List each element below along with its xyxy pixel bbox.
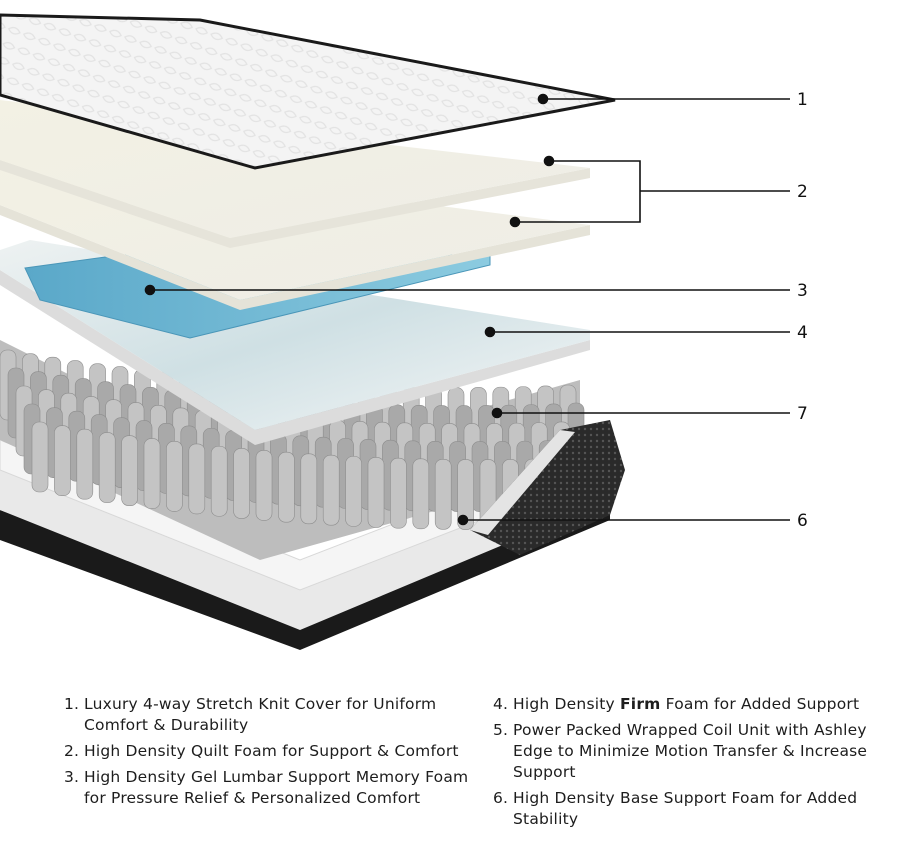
legend-item-number: 2. [64, 742, 80, 760]
coil-spring [76, 428, 94, 500]
legend-item-5: 5. Power Packed Wrapped Coil Unit with A… [493, 720, 893, 783]
callout-number-2: 2 [797, 182, 808, 202]
legend-item-number: 1. [64, 695, 80, 713]
coil-spring [121, 435, 138, 506]
legend-item-text: High Density Firm Foam for Added Support [513, 694, 893, 715]
legend-item-text: High Density Quilt Foam for Support & Co… [84, 742, 459, 760]
coil-spring [233, 448, 250, 519]
coil-spring [98, 432, 116, 503]
coil-spring [457, 459, 474, 530]
coil-spring [166, 441, 183, 512]
callout-number-7: 7 [797, 404, 808, 424]
legend-left-column: 1. Luxury 4-way Stretch Knit Cover for U… [64, 694, 484, 814]
callout-number-6: 6 [797, 511, 808, 531]
coil-spring [345, 456, 362, 527]
coil-spring [300, 453, 318, 525]
callout-lines [144, 93, 790, 526]
legend-item-text: Luxury 4-way Stretch Knit Cover for Unif… [84, 695, 437, 734]
coil-spring [255, 450, 273, 521]
knit-cover-layer [0, 13, 616, 170]
coil-spring [278, 451, 295, 523]
coil-spring [412, 458, 430, 530]
coil-spring [188, 443, 206, 515]
legend-item-text: Power Packed Wrapped Coil Unit with Ashl… [513, 721, 868, 781]
coil-unit-layer [0, 340, 625, 560]
legend-item-number: 5. [493, 721, 509, 739]
legend-item-3: 3. High Density Gel Lumbar Support Memor… [64, 767, 484, 809]
legend-item-number: 4. [493, 695, 509, 713]
coil-spring [31, 421, 49, 493]
legend-item-text: High Density Base Support Foam for Added… [513, 789, 858, 828]
callout-number-4: 4 [797, 323, 808, 343]
legend-item-2: 2. High Density Quilt Foam for Support &… [64, 741, 484, 762]
coil-spring [143, 438, 161, 509]
coil-spring [210, 445, 228, 517]
legend-item-number: 3. [64, 768, 80, 786]
legend-text-bold: Firm [620, 695, 661, 713]
coil-spring [390, 457, 407, 529]
callout-number-3: 3 [797, 281, 808, 301]
coil-spring [54, 425, 71, 497]
legend-item-1: 1. Luxury 4-way Stretch Knit Cover for U… [64, 694, 484, 736]
legend-item-4: 4. High Density Firm Foam for Added Supp… [493, 694, 893, 715]
legend-item-text: High Density Gel Lumbar Support Memory F… [84, 768, 469, 807]
legend-item-number: 6. [493, 789, 509, 807]
coil-spring [367, 457, 385, 528]
mattress-exploded-diagram: 1 2 3 4 7 6 [0, 13, 808, 650]
callout-number-1: 1 [797, 90, 808, 110]
coil-spring [322, 454, 340, 526]
legend-text-pre: High Density [513, 695, 621, 713]
coil-spring [434, 458, 452, 530]
legend-right-column: 4. High Density Firm Foam for Added Supp… [493, 694, 893, 835]
legend-item-6: 6. High Density Base Support Foam for Ad… [493, 788, 893, 830]
legend-text-post: Foam for Added Support [660, 695, 860, 713]
coil-springs [0, 349, 586, 530]
